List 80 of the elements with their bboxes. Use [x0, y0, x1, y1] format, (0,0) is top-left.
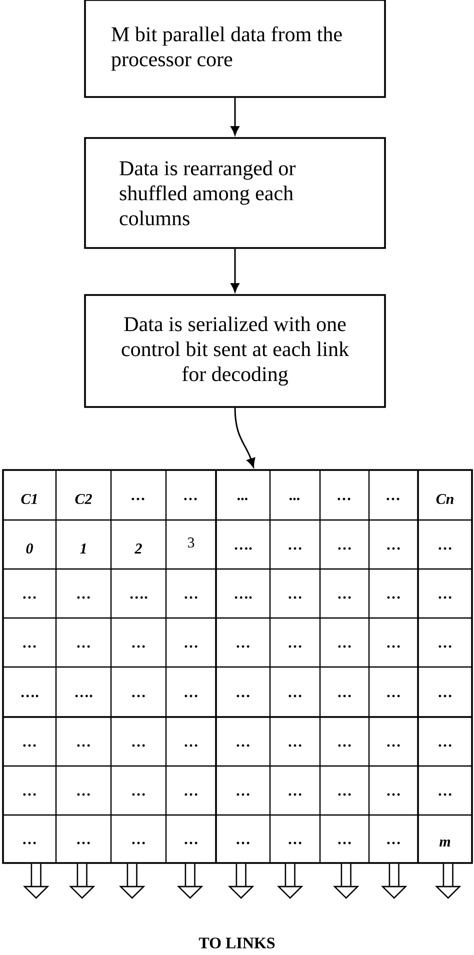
cell-value: …	[23, 793, 36, 796]
cell-value: C1	[21, 494, 37, 504]
cell-value: …	[387, 694, 400, 698]
cell-value: …	[23, 744, 36, 747]
cell-value: …	[184, 694, 198, 698]
cell-value: …	[338, 842, 351, 844]
cell-value: …	[338, 744, 351, 747]
cell-value: …	[132, 645, 145, 648]
cell-value: …	[23, 645, 36, 648]
cell-value: …	[338, 547, 351, 550]
cell-value: …	[77, 645, 90, 648]
cell-value: …	[338, 498, 350, 500]
cell-value: …	[438, 645, 452, 648]
process-box: Data is rearranged or shuffled among each columns	[84, 137, 386, 249]
cell-value: …	[184, 645, 198, 648]
footer-label: TO LINKS	[198, 938, 275, 948]
cell-value: …	[132, 744, 145, 747]
cell-value: …	[184, 498, 197, 500]
arrow	[230, 98, 240, 136]
cell-value: …	[23, 596, 36, 599]
data-table	[2, 469, 473, 864]
process-box: Data is serialized with one control bit sent at each link for decoding	[84, 294, 386, 408]
cell-value: ….	[234, 547, 252, 550]
cell-value: Cn	[436, 494, 454, 504]
arrow	[230, 248, 240, 292]
cell-value: …	[338, 645, 351, 648]
cell-value: …	[387, 793, 400, 796]
cell-value: …	[236, 793, 250, 796]
cell-value: …	[236, 744, 250, 747]
cell-value: …	[184, 793, 198, 796]
cell-value: …	[438, 547, 452, 550]
cell-value: …	[77, 596, 90, 599]
cell-value: …	[184, 596, 198, 599]
cell-value: …	[387, 744, 400, 747]
cell-value: …	[338, 793, 351, 796]
cell-value: …	[132, 842, 145, 844]
cell-value: 3	[188, 537, 194, 548]
cell-value: …	[77, 842, 90, 844]
cell-value: …	[132, 694, 145, 698]
cell-value: …	[77, 744, 90, 747]
cell-value: …	[77, 793, 90, 796]
cell-value: …	[236, 694, 250, 698]
cell-value: m	[439, 839, 450, 847]
cell-value: …	[438, 744, 452, 747]
cell-value: …	[236, 842, 250, 844]
cell-value: …	[387, 596, 400, 599]
cell-value: …	[288, 793, 302, 796]
cell-value: ….	[234, 596, 252, 599]
cell-value: …	[338, 694, 351, 698]
cell-value: …	[288, 645, 302, 648]
cell-value: 0	[26, 543, 33, 554]
cell-value: ….	[75, 694, 92, 698]
cell-value: 2	[134, 544, 142, 554]
cell-value: …	[288, 694, 302, 698]
cell-value: ….	[130, 596, 148, 599]
cell-value: …	[438, 596, 452, 599]
cell-value: …	[387, 645, 400, 648]
cell-value: …	[184, 744, 198, 747]
cell-value: …	[386, 498, 400, 500]
cell-value: …	[288, 547, 302, 550]
cell-value: ...	[290, 498, 300, 500]
cell-value: …	[288, 842, 302, 844]
process-box: M bit parallel data from the processor core	[84, 0, 386, 98]
cell-value: ...	[237, 498, 248, 500]
cell-value: …	[236, 645, 250, 648]
cell-value: …	[132, 498, 144, 500]
cell-value: C2	[75, 494, 92, 504]
cell-value: …	[184, 842, 198, 844]
cell-value: …	[288, 596, 302, 599]
cell-value: …	[338, 596, 351, 599]
cell-value: …	[438, 793, 452, 796]
cell-value: …	[438, 694, 452, 698]
cell-value: …	[288, 744, 302, 747]
cell-value: …	[387, 547, 400, 550]
cell-value: …	[23, 842, 36, 844]
cell-value: ….	[21, 694, 38, 698]
cell-value: 1	[80, 544, 86, 554]
cell-value: …	[387, 842, 400, 844]
curved-arrow	[234, 408, 256, 468]
cell-value: …	[132, 793, 145, 796]
